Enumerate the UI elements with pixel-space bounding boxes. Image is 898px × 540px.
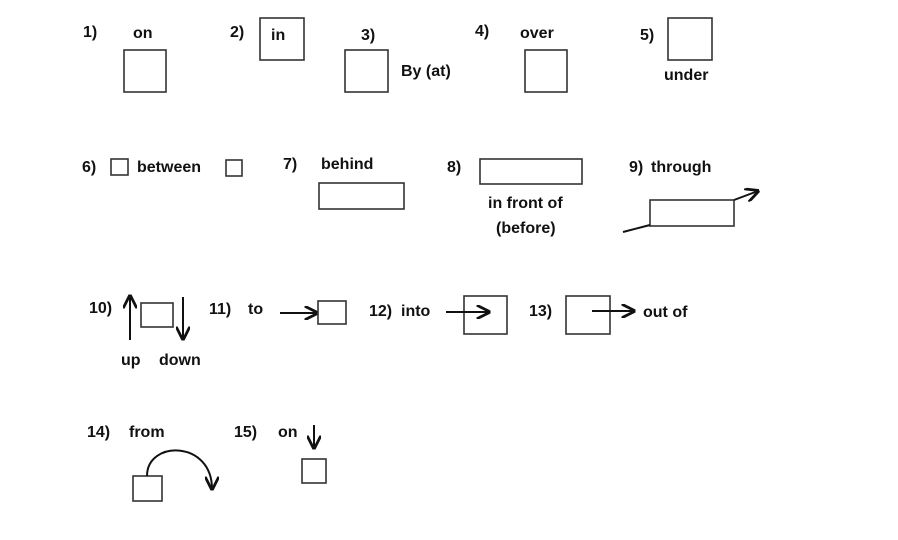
- item-number: 15): [234, 424, 258, 441]
- box-to: [317, 300, 347, 325]
- item-number: 5): [640, 27, 655, 44]
- box-on: [123, 49, 167, 93]
- box-from: [132, 475, 163, 502]
- item-label-secondary: (before): [496, 220, 556, 237]
- item-number: 6): [82, 159, 97, 176]
- item-label: in: [271, 27, 286, 44]
- item-label: from: [129, 424, 165, 441]
- item-number: 10): [89, 300, 113, 317]
- box-in: [259, 17, 305, 61]
- item-number: 13): [529, 303, 553, 320]
- item-label: in front of: [488, 195, 563, 212]
- box-out-of: [565, 295, 611, 335]
- item-label: through: [651, 159, 712, 176]
- box-between-left: [110, 158, 129, 176]
- through-arrow-icon: [733, 191, 758, 200]
- box-on-2: [301, 458, 327, 484]
- box-through: [649, 199, 735, 227]
- box-up-down: [140, 302, 174, 328]
- box-into: [463, 295, 508, 335]
- item-number: 1): [83, 24, 98, 41]
- through-line-in: [622, 224, 651, 233]
- item-number: 3): [361, 27, 376, 44]
- box-in-front: [479, 158, 583, 185]
- item-number: 7): [283, 156, 298, 173]
- item-number: 14): [87, 424, 111, 441]
- box-behind: [318, 182, 405, 210]
- box-between-right: [225, 159, 243, 177]
- item-label: to: [248, 301, 264, 318]
- item-label: behind: [321, 156, 374, 173]
- item-label: on: [133, 25, 153, 42]
- item-label: over: [520, 25, 554, 42]
- box-over: [524, 49, 568, 93]
- item-label-secondary: down: [159, 352, 201, 369]
- from-arc-arrow-icon: [146, 449, 212, 489]
- item-number: 8): [447, 159, 462, 176]
- item-number: 2): [230, 24, 245, 41]
- item-label: on: [278, 424, 298, 441]
- box-under: [667, 17, 713, 61]
- item-label: between: [137, 159, 202, 176]
- item-label: By (at): [401, 63, 451, 80]
- item-label: into: [401, 303, 431, 320]
- item-number: 12): [369, 303, 393, 320]
- item-label: out of: [643, 304, 688, 321]
- box-by: [344, 49, 389, 93]
- item-number: 4): [475, 23, 490, 40]
- item-number: 9): [629, 159, 644, 176]
- item-label: up: [121, 352, 141, 369]
- item-label: under: [664, 67, 709, 84]
- item-number: 11): [209, 301, 232, 318]
